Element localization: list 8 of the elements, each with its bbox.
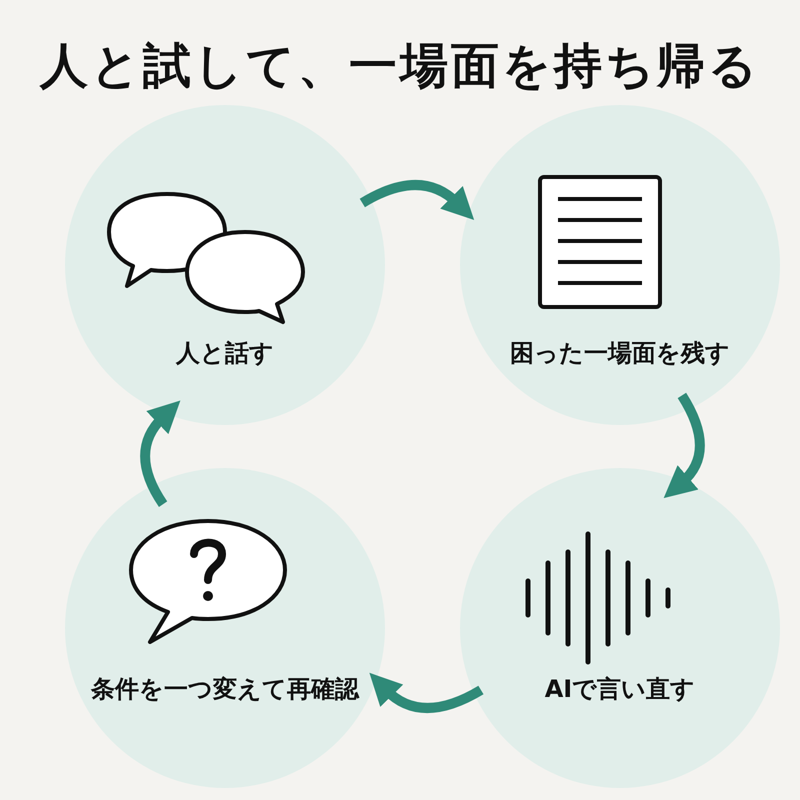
cycle-arrow [368,674,484,713]
title: 人と試して、一場面を持ち帰る [38,40,761,93]
step-label: 人と話す [174,338,275,369]
step-label: AIで言い直す [544,674,696,705]
step-label: 困った一場面を残す [509,338,731,369]
step-label: 条件を一つ変えて再確認 [90,674,360,705]
cycle-arrow [664,392,705,500]
cycle-arrow [360,180,476,219]
